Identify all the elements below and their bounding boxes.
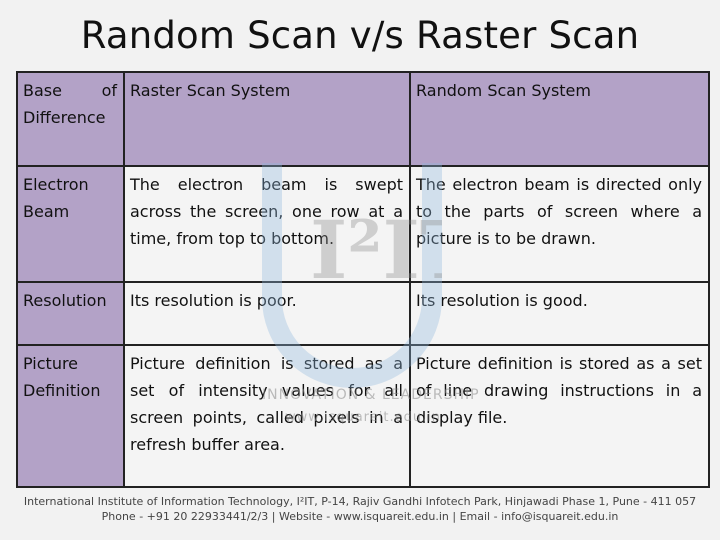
cell-raster-resolution: Its resolution is poor. <box>123 281 411 346</box>
footer-address: International Institute of Information T… <box>23 495 697 508</box>
cell-random-electron-beam: The electron beam is directed only to th… <box>409 165 710 283</box>
table-row: Picture Definition Picture definition is… <box>16 344 710 488</box>
row-label-electron-beam: Electron Beam <box>16 165 125 283</box>
cell-random-picture-definition: Picture definition is stored as a set of… <box>409 344 710 488</box>
header-raster-scan: Raster Scan System <box>123 71 411 167</box>
row-label-resolution: Resolution <box>16 281 125 346</box>
slide-title: Random Scan v/s Raster Scan <box>80 14 640 57</box>
footer-contact: Phone - +91 20 22933441/2/3 | Website - … <box>101 510 619 523</box>
table-row: Resolution Its resolution is poor. Its r… <box>16 281 710 346</box>
table-row: Electron Beam The electron beam is swept… <box>16 165 710 283</box>
comparison-table: Base of Difference Raster Scan System Ra… <box>16 71 710 488</box>
table-header-row: Base of Difference Raster Scan System Ra… <box>16 71 710 167</box>
cell-raster-picture-definition: Picture definition is stored as a set of… <box>123 344 411 488</box>
row-label-picture-definition: Picture Definition <box>16 344 125 488</box>
cell-raster-electron-beam: The electron beam is swept across the sc… <box>123 165 411 283</box>
header-word-of: of <box>101 81 117 100</box>
header-random-scan: Random Scan System <box>409 71 710 167</box>
cell-random-resolution: Its resolution is good. <box>409 281 710 346</box>
footer: International Institute of Information T… <box>0 494 720 524</box>
header-base-of-difference: Base of Difference <box>16 71 125 167</box>
header-word-difference: Difference <box>23 108 106 127</box>
header-word-base: Base <box>23 81 62 100</box>
